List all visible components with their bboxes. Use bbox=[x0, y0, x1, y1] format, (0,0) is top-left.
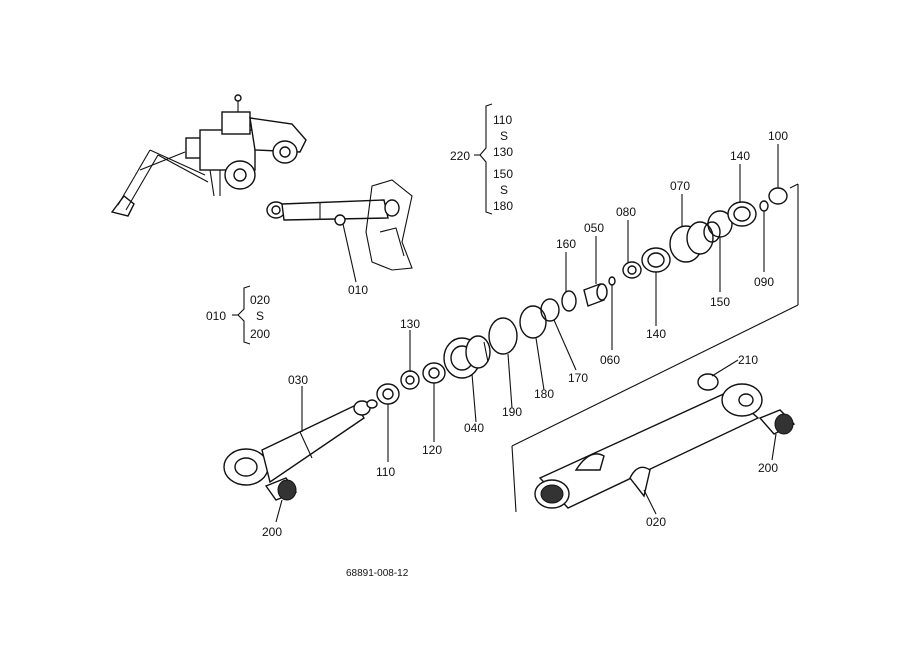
ring-060 bbox=[608, 276, 616, 286]
group-010-separator: S bbox=[256, 309, 264, 323]
cylinder-head-040 bbox=[443, 335, 491, 379]
piston-070 bbox=[669, 221, 721, 263]
group-010-item: 200 bbox=[250, 327, 270, 341]
frame-lines bbox=[511, 183, 799, 513]
ring-210 bbox=[697, 373, 719, 391]
ring-090 bbox=[759, 200, 769, 212]
callout-labels: 100 140 070 080 050 160 090 150 140 060 … bbox=[262, 129, 788, 539]
washer-080 bbox=[622, 261, 642, 279]
cylinder-tube bbox=[534, 383, 763, 509]
group-010-bracket bbox=[232, 285, 251, 345]
collar-050 bbox=[583, 283, 608, 307]
callout-010: 010 bbox=[348, 283, 368, 297]
callout-200-left: 200 bbox=[262, 525, 282, 539]
callout-080: 080 bbox=[616, 205, 636, 219]
callout-190: 190 bbox=[502, 405, 522, 419]
group-010: 010 020 S 200 bbox=[206, 293, 270, 341]
group-220-item: 110 bbox=[493, 113, 512, 127]
ring-140-lower bbox=[641, 247, 671, 273]
callout-070: 070 bbox=[670, 179, 690, 193]
group-220-item: 150 bbox=[493, 167, 513, 181]
callout-150: 150 bbox=[710, 295, 730, 309]
callout-020: 020 bbox=[646, 515, 666, 529]
group-220-bracket bbox=[474, 103, 493, 215]
callout-030: 030 bbox=[288, 373, 308, 387]
reference-code: 68891-008-12 bbox=[346, 568, 409, 579]
ring-120 bbox=[422, 362, 446, 384]
group-220: 220 110 S 130 150 S 180 bbox=[450, 113, 513, 213]
callout-140-lower: 140 bbox=[646, 327, 666, 341]
callout-130: 130 bbox=[400, 317, 420, 331]
ring-140-upper bbox=[727, 201, 757, 227]
leader-lines bbox=[275, 144, 779, 523]
installed-cylinder-inset bbox=[266, 179, 413, 283]
group-220-label: 220 bbox=[450, 149, 470, 163]
callout-110: 110 bbox=[376, 465, 395, 479]
oring-170 bbox=[540, 298, 560, 322]
callout-120: 120 bbox=[422, 443, 442, 457]
callout-160: 160 bbox=[556, 237, 576, 251]
callout-140-upper: 140 bbox=[730, 149, 750, 163]
group-010-item: 020 bbox=[250, 293, 270, 307]
group-010-label: 010 bbox=[206, 309, 226, 323]
callout-040: 040 bbox=[464, 421, 484, 435]
callout-170: 170 bbox=[568, 371, 588, 385]
group-220-item: 130 bbox=[493, 145, 513, 159]
callout-050: 050 bbox=[584, 221, 604, 235]
oring-180 bbox=[519, 305, 547, 339]
callout-090: 090 bbox=[754, 275, 774, 289]
ring-110 bbox=[376, 383, 400, 405]
callout-200-right: 200 bbox=[758, 461, 778, 475]
callout-210: 210 bbox=[738, 353, 758, 367]
oring-190 bbox=[488, 317, 518, 355]
group-220-item: 180 bbox=[493, 199, 513, 213]
ring-160 bbox=[561, 290, 577, 312]
ring-130 bbox=[400, 370, 420, 390]
ring-100 bbox=[768, 187, 788, 205]
backhoe-illustration bbox=[110, 94, 307, 217]
group-220-separator: S bbox=[500, 129, 508, 143]
piston-rod bbox=[223, 399, 378, 486]
callout-100: 100 bbox=[768, 129, 788, 143]
callout-060: 060 bbox=[600, 353, 620, 367]
callout-180: 180 bbox=[534, 387, 554, 401]
bushing-200-right bbox=[758, 409, 796, 435]
group-220-separator: S bbox=[500, 183, 508, 197]
bushing-200-left bbox=[264, 477, 298, 501]
